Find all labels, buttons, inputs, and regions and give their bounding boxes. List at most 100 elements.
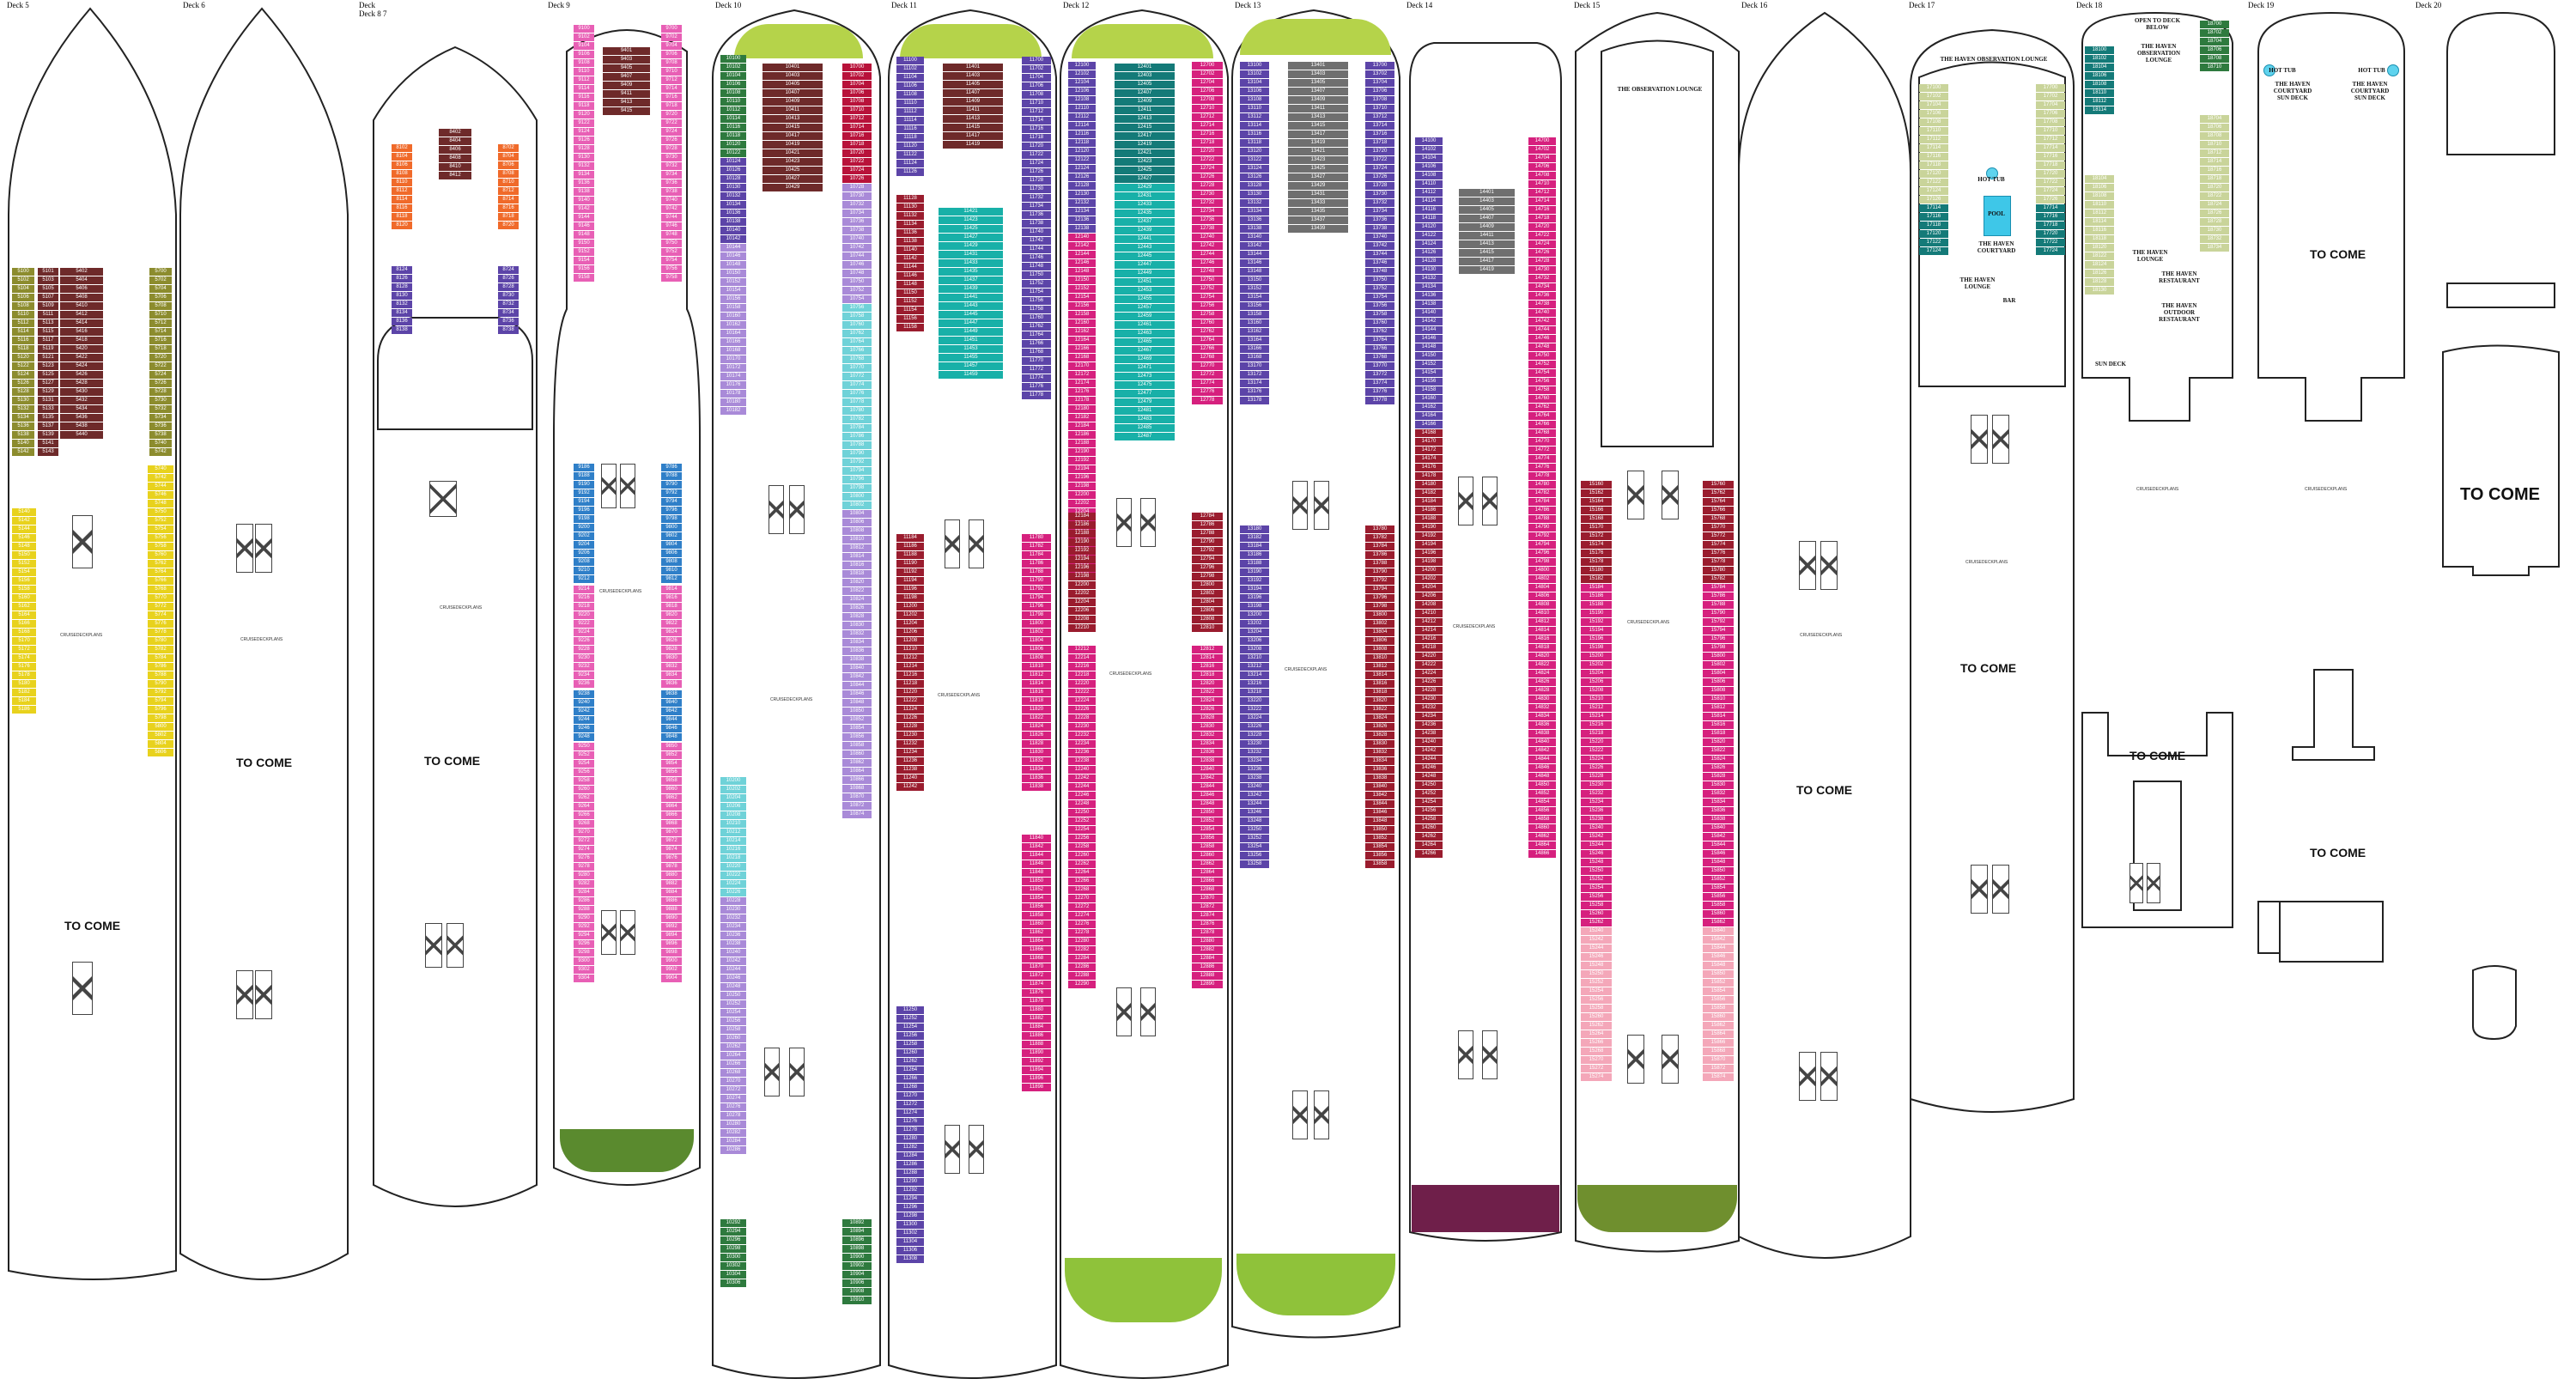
cabin: 9708 xyxy=(661,59,682,67)
cabin: 12453 xyxy=(1115,287,1175,295)
elevator-bank xyxy=(72,962,93,1015)
cabin: 12433 xyxy=(1115,201,1175,209)
cabin: 11194 xyxy=(896,577,924,585)
cabin: 10734 xyxy=(842,210,872,217)
cabin: 9894 xyxy=(661,932,682,939)
cabin: 9206 xyxy=(574,550,594,557)
cabin: 15250 xyxy=(1581,867,1612,875)
cabin: 11856 xyxy=(1022,903,1051,911)
cabin: 10276 xyxy=(720,1103,746,1111)
cabin: 17106 xyxy=(1919,110,1948,118)
cabin: 13138 xyxy=(1240,225,1269,233)
cabin: 15860 xyxy=(1703,910,1734,918)
cabin: 13764 xyxy=(1365,337,1394,344)
cabin: 12200 xyxy=(1068,581,1096,589)
cabin: 13196 xyxy=(1240,594,1269,602)
cabin: 15260 xyxy=(1581,910,1612,918)
cabin: 14188 xyxy=(1415,515,1443,523)
cabin: 15764 xyxy=(1703,498,1734,506)
cabin: 12266 xyxy=(1068,878,1096,885)
cabin: 13216 xyxy=(1240,680,1269,688)
cabin: 13248 xyxy=(1240,817,1269,825)
elevator-bank xyxy=(1627,1035,1644,1084)
cabin: 12214 xyxy=(1068,551,1096,559)
cabin: 8410 xyxy=(439,163,471,171)
cabin: 11144 xyxy=(896,264,924,271)
cabin: 12146 xyxy=(1068,259,1096,267)
cabin: 17702 xyxy=(2036,93,2065,100)
cabin: 11288 xyxy=(896,1169,924,1177)
bar-label: BAR xyxy=(2002,297,2016,304)
cabin: 9808 xyxy=(661,558,682,566)
cabin: 10240 xyxy=(720,949,746,957)
cabin: 5710 xyxy=(149,311,172,319)
cabin: 9246 xyxy=(574,725,594,732)
cabin: 11236 xyxy=(896,757,924,765)
cabin: 14150 xyxy=(1415,352,1443,360)
hot-tub-label: HOT TUB xyxy=(1978,176,2005,183)
cabin: 17118 xyxy=(1919,161,1948,169)
cabin: 10720 xyxy=(842,149,872,157)
cabin: 12407 xyxy=(1115,89,1175,97)
cabin: 13242 xyxy=(1240,792,1269,799)
cabin: 17102 xyxy=(1919,93,1948,100)
to-come-label: TO COME xyxy=(1960,661,2017,675)
cabin: 14246 xyxy=(1415,764,1443,772)
deck-17: Deck 17 THE HAVEN OBSERVATION LOUNGE 171… xyxy=(1902,0,2082,1385)
cabin: 13770 xyxy=(1365,362,1394,370)
cabin: 12409 xyxy=(1115,98,1175,106)
cabin: 5796 xyxy=(148,706,173,714)
cabin: 10160 xyxy=(720,313,746,320)
cabin: 14102 xyxy=(1415,146,1443,154)
cabin: 15776 xyxy=(1703,550,1734,557)
cabin: 12214 xyxy=(1068,654,1096,662)
cabin: 12730 xyxy=(1192,191,1223,198)
elevator-bank xyxy=(1992,865,2009,914)
cabin: 12714 xyxy=(1192,122,1223,130)
cabin: 9280 xyxy=(574,872,594,879)
cabin: 9116 xyxy=(574,94,594,101)
cabin: 10144 xyxy=(720,244,746,252)
cabin: 9276 xyxy=(574,854,594,862)
cabin: 12270 xyxy=(1068,895,1096,902)
cabin: 12417 xyxy=(1115,132,1175,140)
cabin: 5180 xyxy=(12,680,36,688)
cabin: 11858 xyxy=(1022,912,1051,920)
cabin: 15862 xyxy=(1703,919,1734,926)
cabin: 12158 xyxy=(1068,311,1096,319)
cabin: 14242 xyxy=(1415,747,1443,755)
cabin: 13240 xyxy=(1240,783,1269,791)
cabin: 10298 xyxy=(720,1245,746,1253)
to-come-label: TO COME xyxy=(2460,485,2540,504)
cabin: 11290 xyxy=(896,1178,924,1186)
cabin: 12716 xyxy=(1192,131,1223,138)
cabin: 13786 xyxy=(1365,551,1394,559)
cabin: 9716 xyxy=(661,94,682,101)
cabin: 12216 xyxy=(1068,663,1096,671)
cabin: 13838 xyxy=(1365,775,1394,782)
cabin: 12485 xyxy=(1115,424,1175,432)
cabin: 10244 xyxy=(720,966,746,974)
cabin: 14766 xyxy=(1528,421,1556,428)
cabin: 13423 xyxy=(1288,156,1348,164)
cabin: 14124 xyxy=(1415,240,1443,248)
cabin: 9802 xyxy=(661,532,682,540)
cabin: 12842 xyxy=(1192,775,1223,782)
elevator-bank xyxy=(255,524,272,573)
cabin: 10220 xyxy=(720,863,746,871)
cabin: 12475 xyxy=(1115,381,1175,389)
deck-18: Deck 18 OPEN TO DECK BELOW THE HAVEN OBS… xyxy=(2069,0,2245,1385)
cabin: 12138 xyxy=(1068,225,1096,233)
cabin: 17722 xyxy=(2036,239,2065,246)
cabin: 11726 xyxy=(1022,168,1051,176)
deck-6: Deck 6 CRUISEDECKPLANS TO COME xyxy=(176,0,361,1385)
cabin: 13132 xyxy=(1240,199,1269,207)
cabin: 17122 xyxy=(1919,239,1948,246)
cabin: 11804 xyxy=(1022,637,1051,645)
